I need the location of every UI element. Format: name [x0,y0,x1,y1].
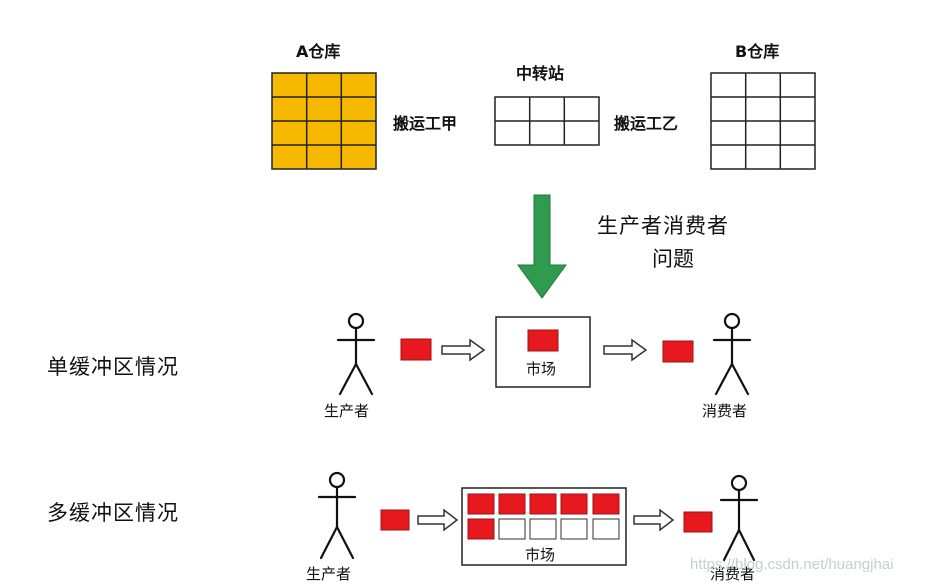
problem-label-line2: 问题 [652,247,694,271]
single-buffer-title: 单缓冲区情况 [47,355,179,379]
item-block [527,329,559,352]
transfer-station-label: 中转站 [516,64,565,83]
warehouse-b-grid [710,72,816,170]
single-producer-label: 生产者 [324,402,370,420]
transfer-station-grid [494,96,600,146]
multi-buffer-title: 多缓冲区情况 [47,501,179,525]
warehouse-b-label: B仓库 [735,42,780,61]
single-market-label: 市场 [526,360,557,378]
multi-market-label: 市场 [525,546,556,564]
hollow-arrow-icon [603,338,648,362]
item-block [380,509,410,531]
item-block [662,340,694,363]
consumer-figure-icon [719,474,759,562]
porter-a-label: 搬运工甲 [393,114,458,133]
item-block [400,338,432,361]
hollow-arrow-icon [417,508,459,532]
watermark-text: https://blog.csdn.net/huangjhai [690,556,894,573]
buffer-slots-bottom [467,518,620,540]
multi-producer-label: 生产者 [306,565,352,583]
producer-figure-icon [317,471,357,560]
producer-figure-icon [336,312,376,396]
single-consumer-label: 消费者 [702,402,748,420]
item-block [683,511,713,533]
warehouse-a-label: A仓库 [296,42,341,61]
hollow-arrow-icon [633,508,675,532]
warehouse-a-grid [271,72,377,170]
hollow-arrow-icon [441,338,486,362]
problem-label-line1: 生产者消费者 [597,214,729,238]
down-arrow-icon [517,194,567,299]
buffer-slots-top [467,493,620,515]
market-box [495,316,591,388]
multi-consumer-label: 消费者 [710,565,756,583]
porter-b-label: 搬运工乙 [614,114,679,133]
consumer-figure-icon [712,312,752,396]
